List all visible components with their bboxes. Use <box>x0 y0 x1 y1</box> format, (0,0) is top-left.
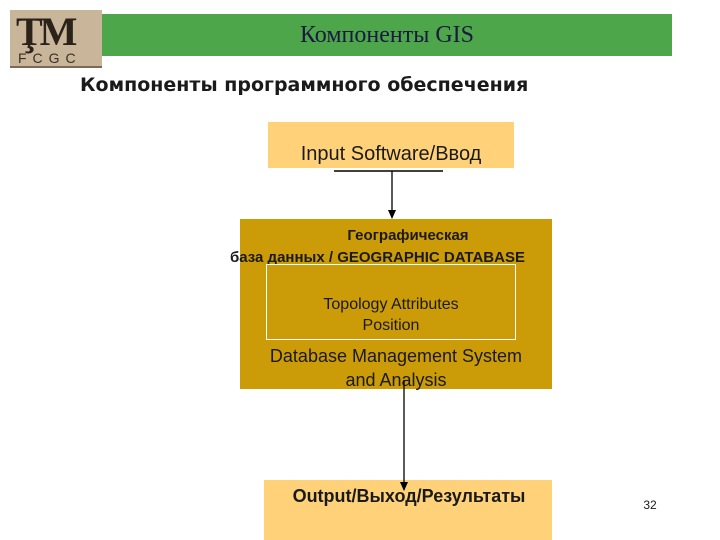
slide-subtitle: Компоненты программного обеспечения <box>80 74 529 96</box>
dbms-label-line2: and Analysis <box>345 370 447 390</box>
database-title-line2: база данных / GEOGRAPHIC DATABASE <box>230 249 525 266</box>
dbms-label-line1: Database Management System <box>269 346 523 366</box>
input-software-box: Input Software/Ввод <box>268 122 514 168</box>
output-label: Output/Выход/Результаты <box>292 486 526 506</box>
database-title-line1: Географическая <box>347 227 469 244</box>
geographic-database-box <box>240 219 552 389</box>
output-box <box>264 480 552 540</box>
database-inner-line2: Position <box>362 317 420 334</box>
database-inner-box <box>266 264 516 340</box>
page-number: 32 <box>643 498 657 512</box>
logo-subtext: FCGC <box>18 50 82 66</box>
logo: ŢM FCGC <box>10 10 102 68</box>
database-inner-line1: Topology Attributes <box>323 296 459 313</box>
slide-title: Компоненты GIS <box>102 14 672 56</box>
logo-mark: ŢM <box>16 9 77 54</box>
